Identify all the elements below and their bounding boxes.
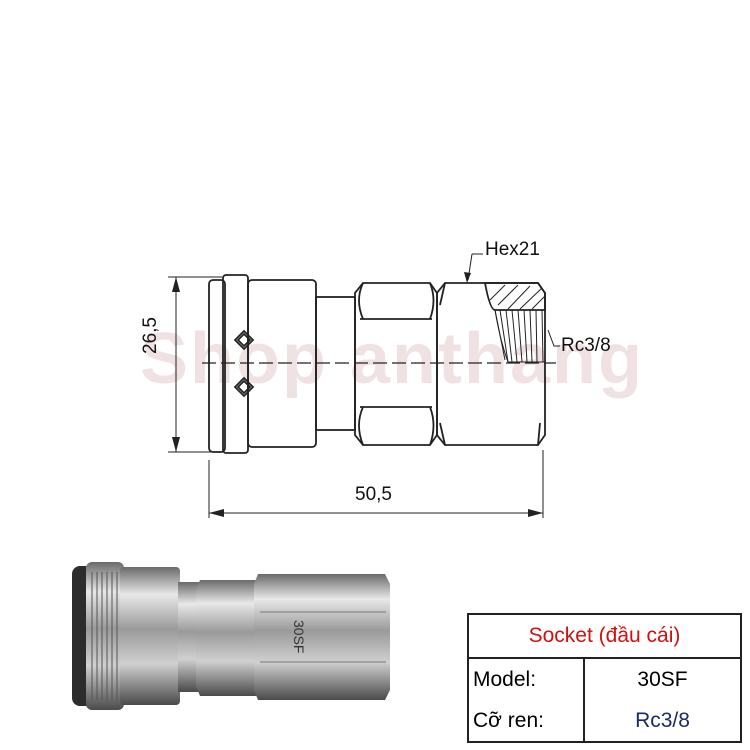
diamond-mark [233,376,255,398]
hex-size-label: Hex21 [485,239,540,260]
spec-table: Socket (đầu cái) Model: 30SF Cỡ ren: Rc3… [467,613,742,743]
hex-nut-1 [354,282,438,446]
product-photo [72,562,390,710]
diamond-mark [233,329,255,351]
thread-value: Rc3/8 [583,700,742,743]
photo-engraving: 30SF [291,620,307,654]
thread-size-label: Rc3/8 [561,335,611,356]
model-value: 30SF [583,658,742,700]
model-label: Model: [467,658,585,700]
thread-label: Cỡ ren: [467,700,585,743]
thread-section [483,282,546,311]
spec-table-title: Socket (đầu cái) [467,613,742,659]
locking-ring [222,274,249,454]
height-dimension-label: 26,5 [140,317,161,354]
length-dimension-label: 50,5 [355,484,392,505]
